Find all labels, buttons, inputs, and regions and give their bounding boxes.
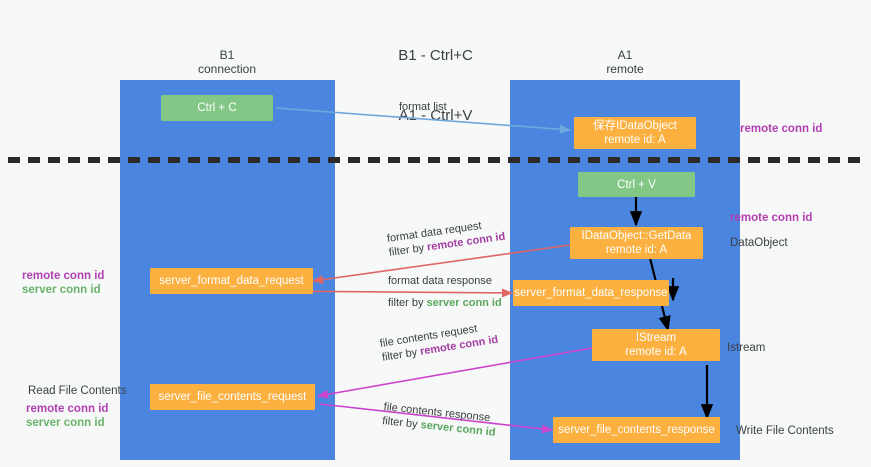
node-istream-line1: IStream (635, 332, 677, 344)
node-istream-line2: remote id: A (625, 346, 687, 358)
annotation-left-remote-conn-mid: remote conn id (22, 270, 105, 282)
edge-label-format-data-response-filter: filter by server conn id (388, 296, 502, 310)
diagram-title: B1 - Ctrl+C A1 - Ctrl+V (0, 6, 871, 166)
node-save-idataobject-line2: remote id: A (604, 134, 666, 146)
title-line-1: B1 - Ctrl+C (398, 47, 473, 64)
column-header-b1-sub: connection (197, 62, 257, 76)
column-header-b1-name: B1 (219, 48, 235, 62)
node-idataobject-getdata[interactable]: IDataObject::GetData remote id: A (570, 227, 703, 259)
node-server-format-data-request-label: server_format_data_request (159, 275, 304, 287)
node-server-file-contents-request[interactable]: server_file_contents_request (150, 384, 315, 410)
annotation-left-remote-conn-bot: remote conn id (26, 403, 109, 415)
node-ctrl-c[interactable]: Ctrl + C (161, 95, 273, 121)
node-save-idataobject-line1: 保存IDataObject (593, 120, 677, 132)
filter-prefix: filter by (388, 297, 427, 309)
section-divider (8, 157, 863, 163)
node-server-format-data-request[interactable]: server_format_data_request (150, 268, 313, 294)
node-server-format-data-response-label: server_format_data_response (514, 287, 668, 299)
node-server-format-data-response[interactable]: server_format_data_response (513, 280, 669, 306)
node-idataobject-getdata-line2: remote id: A (605, 244, 668, 256)
annotation-right-dataobject: DataObject (730, 237, 788, 249)
annotation-right-istream: Istream (727, 342, 766, 354)
edge-label-format-data-request: format data request filter by remote con… (386, 216, 506, 260)
node-save-idataobject[interactable]: 保存IDataObject remote id: A (574, 117, 696, 149)
node-idataobject-getdata-line1: IDataObject::GetData (581, 230, 692, 242)
edge-label-format-data-response: format data response filter by server co… (388, 274, 502, 310)
annotation-left-server-conn-bot: server conn id (26, 417, 105, 429)
column-header-a1: A1 remote (550, 48, 700, 76)
node-istream[interactable]: IStream remote id: A (592, 329, 720, 361)
annotation-right-remote-conn-top: remote conn id (740, 123, 823, 135)
edge-label-format-list-text: format list (399, 101, 447, 113)
column-header-a1-sub: remote (606, 62, 644, 76)
column-header-a1-name: A1 (617, 48, 633, 62)
node-server-file-contents-request-label: server_file_contents_request (158, 391, 307, 403)
column-header-b1: B1 connection (152, 48, 302, 76)
annotation-left-read-file-contents: Read File Contents (28, 385, 127, 397)
annotation-right-remote-conn-mid: remote conn id (730, 212, 813, 224)
filter-prefix: filter by (381, 414, 422, 431)
edge-label-file-contents-request: file contents request filter by remote c… (379, 319, 499, 365)
node-server-file-contents-response[interactable]: server_file_contents_response (553, 417, 720, 443)
annotation-right-write-file-contents: Write File Contents (736, 425, 834, 437)
node-ctrl-v-label: Ctrl + V (617, 178, 656, 191)
filter-prefix: filter by (388, 241, 428, 259)
node-ctrl-v[interactable]: Ctrl + V (578, 172, 695, 197)
edge-label-file-contents-response: file contents response filter by server … (382, 400, 498, 440)
edge-label-format-list: format list (399, 100, 447, 114)
node-ctrl-c-label: Ctrl + C (197, 102, 237, 114)
node-server-file-contents-response-label: server_file_contents_response (558, 424, 715, 436)
annotation-left-server-conn-mid: server conn id (22, 284, 101, 296)
edge-label-format-data-response-main: format data response (388, 275, 492, 287)
filter-key-server-conn-id: server conn id (426, 297, 502, 309)
